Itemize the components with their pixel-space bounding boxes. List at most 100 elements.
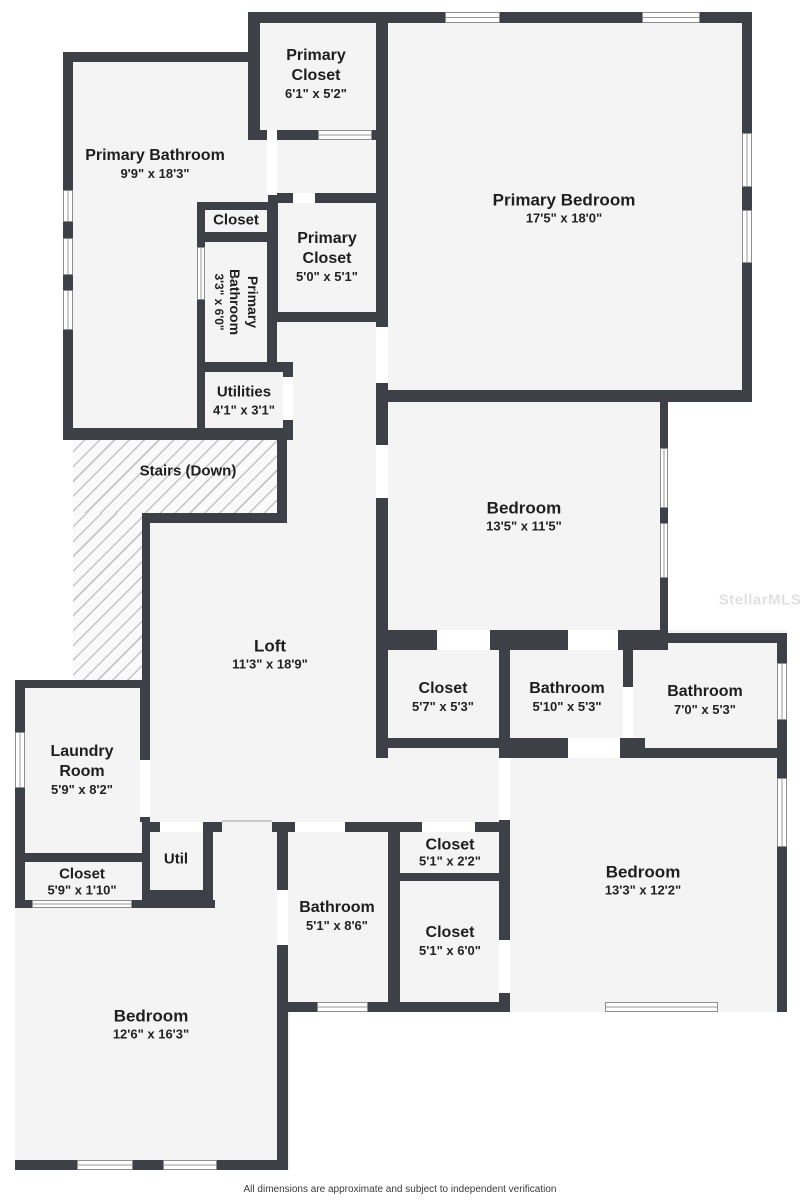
wall	[623, 633, 787, 643]
wall	[142, 513, 150, 688]
room-label-primary-bathroom: Primary Bathroom 9'9" x 18'3"	[85, 146, 225, 181]
wall	[376, 12, 388, 758]
window	[660, 523, 668, 578]
door-gap	[160, 822, 203, 832]
wall	[142, 890, 213, 900]
wall	[15, 680, 150, 688]
window	[660, 448, 668, 508]
room-label-bedroom-bottom: Bedroom 12'6" x 16'3"	[112, 1006, 190, 1042]
wall	[197, 202, 205, 440]
wall	[660, 390, 668, 650]
door-gap	[623, 687, 633, 738]
wall	[15, 1160, 288, 1170]
window	[163, 1160, 217, 1170]
window	[742, 133, 752, 187]
wall	[277, 822, 288, 1170]
room-label-closet-small-bottom: Closet 5'1" x 2'2"	[419, 836, 481, 869]
door-gap	[568, 630, 618, 650]
wall	[142, 513, 287, 523]
door-gap	[568, 738, 620, 758]
wall	[248, 12, 260, 140]
room-label-utilities: Utilities 4'1" x 3'1"	[213, 383, 275, 418]
window	[317, 1002, 368, 1012]
wall	[400, 1002, 510, 1012]
window	[777, 663, 787, 720]
room-label-laundry: Laundry Room 5'9" x 8'2"	[50, 742, 114, 797]
window	[77, 1160, 133, 1170]
door-gap	[437, 630, 490, 650]
wall	[197, 362, 293, 372]
room-label-closet-small: Closet	[213, 211, 259, 229]
floor-area	[376, 630, 787, 758]
wall	[268, 193, 378, 203]
floor-area	[376, 748, 500, 832]
window	[15, 732, 25, 788]
door-gap	[422, 822, 475, 832]
wall	[499, 630, 510, 1012]
door-gap	[376, 327, 388, 383]
disclaimer-text: All dimensions are approximate and subje…	[243, 1184, 557, 1195]
wall	[277, 438, 287, 515]
floor-area	[500, 748, 787, 1012]
room-label-bedroom-upper: Bedroom 13'5" x 11'5"	[486, 498, 562, 534]
room-label-bathroom-jack: Bathroom 5'10" x 5'3"	[529, 679, 605, 714]
door-gap	[499, 940, 510, 993]
wall	[15, 853, 150, 862]
wall	[15, 680, 25, 908]
door-gap	[295, 822, 345, 832]
room-label-bedroom-right: Bedroom 13'3" x 12'2"	[604, 862, 682, 898]
window	[777, 778, 787, 847]
wall	[63, 428, 293, 440]
room-label-bathroom-right: Bathroom 7'0" x 5'3"	[667, 682, 743, 717]
wall	[203, 822, 213, 908]
floor-area	[376, 12, 752, 402]
room-label-util: Util	[163, 850, 189, 868]
window	[63, 238, 73, 275]
floor-area	[376, 390, 668, 648]
window	[742, 210, 752, 263]
wall	[63, 52, 253, 62]
room-label-primary-closet-top: Primary Closet 6'1" x 5'2"	[285, 46, 347, 101]
wall	[376, 738, 645, 748]
floor-area	[15, 680, 290, 1170]
window	[445, 12, 500, 23]
door-gap	[277, 890, 288, 945]
room-label-primary-bedroom: Primary Bedroom 17'5" x 18'0"	[492, 190, 636, 226]
wall	[142, 822, 150, 908]
wall	[140, 688, 150, 822]
window	[642, 12, 700, 23]
room-label-primary-bathroom-small: Primary Bathroom 3'3" x 6'0"	[212, 268, 261, 336]
opening-header-line	[222, 820, 272, 822]
window	[197, 247, 205, 300]
wall	[742, 12, 752, 402]
room-label-closet-bottom: Closet 5'1" x 6'0"	[419, 923, 481, 958]
window	[63, 190, 73, 222]
wall	[197, 232, 277, 242]
closet-slider	[32, 900, 132, 908]
room-label-bathroom-bottom: Bathroom 5'1" x 8'6"	[299, 898, 375, 933]
door-gap	[267, 130, 277, 195]
door-gap	[293, 193, 315, 203]
floor-area	[248, 12, 385, 140]
wall	[500, 748, 787, 758]
door-gap	[499, 758, 510, 820]
door-gap	[283, 377, 293, 420]
wall	[248, 12, 752, 23]
door-gap	[140, 760, 150, 817]
stairs-area	[73, 438, 277, 513]
room-label-closet-hall: Closet 5'7" x 5'3"	[412, 679, 474, 714]
wall	[197, 202, 277, 210]
wall	[400, 873, 500, 881]
room-label-primary-closet-mid: Primary Closet 5'0" x 5'1"	[296, 229, 358, 284]
stellar-mls-watermark: StellarMLS	[718, 591, 800, 609]
wall	[268, 312, 378, 322]
wall	[268, 193, 278, 322]
window	[63, 290, 73, 330]
wall	[376, 390, 752, 402]
window	[605, 1002, 718, 1012]
wall	[388, 822, 400, 1012]
door-gap	[376, 445, 388, 498]
room-label-stairs: Stairs (Down)	[139, 462, 237, 480]
room-label-loft: Loft 11'3" x 18'9"	[232, 636, 308, 672]
